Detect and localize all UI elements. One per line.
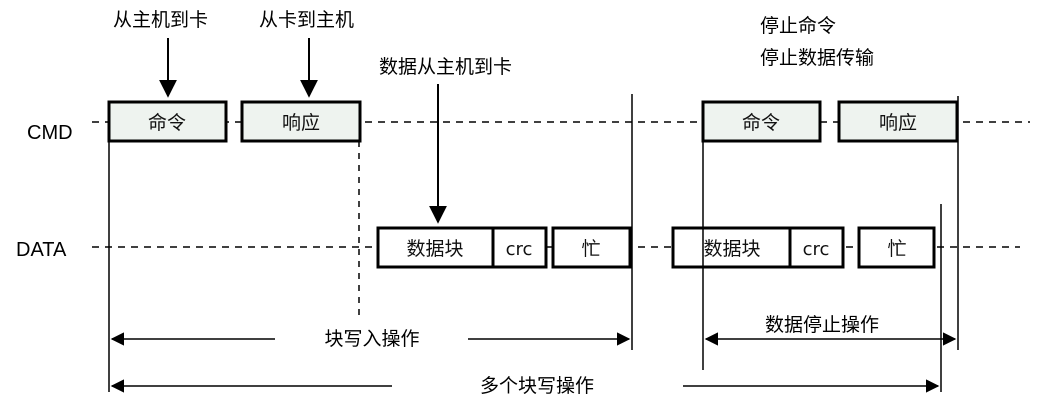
annotation-host-to-card: 从主机到卡 xyxy=(113,9,208,31)
annotation-data-host-to-card: 数据从主机到卡 xyxy=(379,56,512,78)
data-block-box-label: 数据块 xyxy=(406,238,463,260)
signal-label-cmd: CMD xyxy=(27,122,73,144)
crc-box-label: crc xyxy=(506,239,533,260)
response-box xyxy=(240,100,362,143)
busy-box-2 xyxy=(857,226,936,269)
annotation-card-to-host: 从卡到主机 xyxy=(259,9,354,31)
annotation-stop-data-transfer: 停止数据传输 xyxy=(760,47,874,69)
stop-command-box xyxy=(701,100,822,143)
stop-response-box xyxy=(837,100,959,143)
command-box xyxy=(107,100,228,143)
crc-box-2 xyxy=(788,226,845,269)
span-multi-block-label: 多个块写操作 xyxy=(480,375,594,397)
busy-box xyxy=(551,226,632,269)
crc-box xyxy=(491,226,548,269)
span-block-write-label: 块写入操作 xyxy=(324,328,419,350)
signal-label-data: DATA xyxy=(16,239,67,261)
data-block-box-2-label: 数据块 xyxy=(703,238,760,260)
crc-box-2-label: crc xyxy=(803,239,830,260)
response-box-label: 响应 xyxy=(282,112,320,134)
stop-response-box-label: 响应 xyxy=(879,112,917,134)
span-data-stop-label: 数据停止操作 xyxy=(765,314,879,336)
busy-box-label: 忙 xyxy=(581,238,600,260)
data-block-box-2 xyxy=(671,226,792,269)
command-box-label: 命令 xyxy=(148,112,186,134)
stop-command-box-label: 命令 xyxy=(742,112,780,134)
annotation-stop-command: 停止命令 xyxy=(760,15,836,37)
busy-box-2-label: 忙 xyxy=(887,238,906,260)
